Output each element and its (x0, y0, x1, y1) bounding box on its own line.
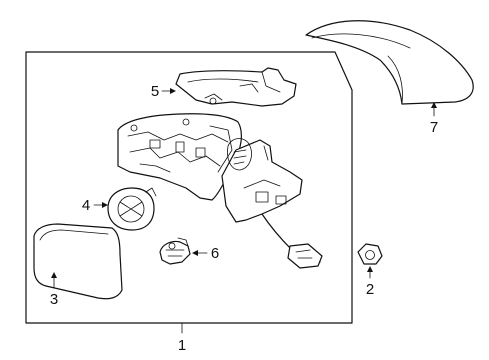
callout-6: 6 (211, 245, 219, 262)
callout-5: 5 (151, 83, 159, 100)
assembly-boundary-box (25, 51, 353, 324)
mount-bracket-and-cable (221, 138, 323, 269)
part-5-housing-cover (175, 67, 297, 107)
part-6-lamp-socket (159, 237, 191, 265)
callout-1: 1 (178, 337, 186, 354)
main-mirror-housing (117, 113, 242, 201)
callout-3: 3 (50, 291, 58, 308)
callout-2: 2 (366, 281, 374, 298)
callout-4: 4 (82, 197, 90, 214)
part-7-mirror-cover (305, 20, 474, 105)
leader-lines (51, 88, 437, 334)
part-2-mounting-nut (357, 243, 383, 265)
callout-7: 7 (430, 119, 438, 136)
part-4-actuator-motor (107, 187, 157, 231)
part-3-mirror-glass (33, 223, 123, 300)
